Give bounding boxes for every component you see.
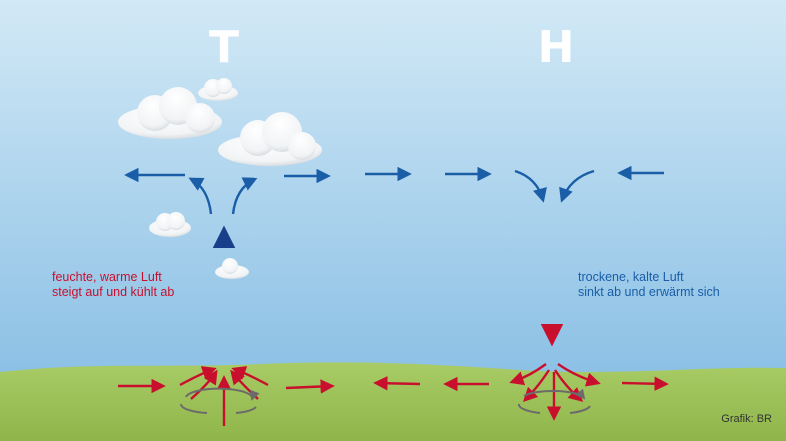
arrow — [509, 363, 547, 386]
arrow — [557, 363, 601, 387]
low-caption-line: feuchte, warme Luft — [52, 270, 162, 284]
low-caption-line: steigt auf und kühlt ab — [52, 285, 175, 299]
low-pressure-label: T — [208, 22, 239, 73]
credit: Grafik: BR — [721, 413, 772, 425]
arrow — [373, 376, 421, 391]
cloud — [149, 212, 191, 237]
low-rotation-indicator — [180, 387, 260, 414]
cloud — [198, 78, 238, 101]
arrow — [522, 369, 551, 403]
high-caption-line: sinkt ab und erwärmt sich — [578, 285, 720, 299]
arrow — [190, 369, 218, 400]
arrow — [514, 169, 547, 203]
arrow — [285, 379, 335, 394]
arrow — [231, 177, 258, 215]
ground — [0, 362, 786, 441]
high-caption: trockene, kalte Luft sinkt ab und erwärm… — [578, 270, 720, 300]
cloud — [118, 87, 222, 139]
arrow — [559, 169, 595, 203]
cloud — [218, 112, 322, 166]
arrow — [188, 177, 213, 215]
low-caption: feuchte, warme Luft steigt auf und kühlt… — [52, 270, 174, 300]
arrow — [621, 376, 669, 391]
high-caption-line: trockene, kalte Luft — [578, 270, 684, 284]
upper-airflow-arrows — [124, 165, 664, 215]
high-pressure-label: H — [537, 22, 575, 73]
high-rotation-indicator — [517, 388, 591, 414]
